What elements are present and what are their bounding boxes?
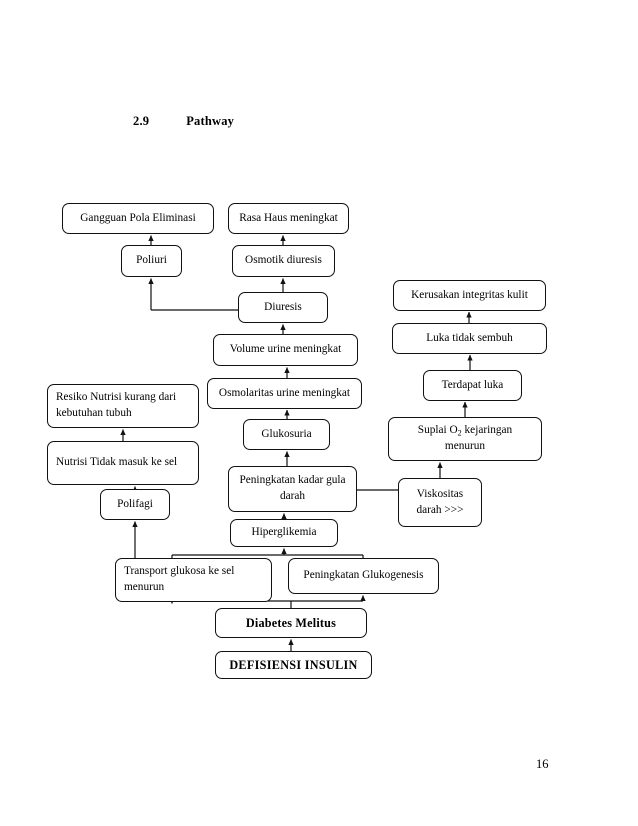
node-hiperglikemia: Hiperglikemia <box>230 519 338 547</box>
node-osmotik_diuresis: Osmotik diuresis <box>232 245 335 277</box>
node-label: Diabetes Melitus <box>245 615 337 630</box>
node-label: Osmotik diuresis <box>245 254 322 267</box>
node-label: Peningkatan Glukogenesis <box>303 569 424 582</box>
node-label: DEFISIENSI INSULIN <box>229 657 358 672</box>
node-label: Nutrisi Tidak masuk ke sel <box>56 456 178 469</box>
node-label: Peningkatan kadar gula darah <box>239 474 346 502</box>
node-rasa_haus_meningkat: Rasa Haus meningkat <box>228 203 349 234</box>
node-label: Kerusakan integritas kulit <box>411 288 528 301</box>
node-polifagi: Polifagi <box>100 489 170 520</box>
section-number: 2.9 <box>133 114 150 128</box>
node-terdapat_luka: Terdapat luka <box>423 370 522 401</box>
node-defisiensi_insulin: DEFISIENSI INSULIN <box>215 651 372 679</box>
node-label: Poliuri <box>136 254 167 267</box>
node-label: Resiko Nutrisi kurang dari kebutuhan tub… <box>56 391 177 419</box>
page-number: 16 <box>536 757 549 771</box>
node-label: Osmolaritas urine meningkat <box>218 386 351 399</box>
node-label: Transport glukosa ke sel menurun <box>124 565 235 593</box>
node-diuresis: Diuresis <box>238 292 328 323</box>
node-viskositas_darah: Viskositas darah >>> <box>398 478 482 527</box>
node-kerusakan_integritas_kulit: Kerusakan integritas kulit <box>393 280 546 311</box>
node-osmolaritas_urine_meningkat: Osmolaritas urine meningkat <box>207 378 362 409</box>
node-resiko_nutrisi_kurang: Resiko Nutrisi kurang dari kebutuhan tub… <box>47 384 199 428</box>
page-title: 2.9 Pathway <box>133 114 234 129</box>
node-diabetes_melitus: Diabetes Melitus <box>215 608 367 638</box>
node-label: Diuresis <box>264 300 302 313</box>
node-nutrisi_tidak_masuk_ke_sel: Nutrisi Tidak masuk ke sel <box>47 441 199 485</box>
node-volume_urine_meningkat: Volume urine meningkat <box>213 334 358 366</box>
node-label: Volume urine meningkat <box>229 343 342 356</box>
node-label: Glukosuria <box>261 427 312 440</box>
node-label: Polifagi <box>117 497 153 510</box>
node-label: Gangguan Pola Eliminasi <box>80 211 196 224</box>
node-gangguan_pola_eliminasi: Gangguan Pola Eliminasi <box>62 203 214 234</box>
node-glukosuria: Glukosuria <box>243 419 330 450</box>
node-peningkatan_kadar_gula_darah: Peningkatan kadar gula darah <box>228 466 357 512</box>
node-luka_tidak_sembuh: Luka tidak sembuh <box>392 323 547 354</box>
node-transport_glukosa_ke_sel: Transport glukosa ke sel menurun <box>115 558 272 602</box>
node-poliuri: Poliuri <box>121 245 182 277</box>
node-label: Viskositas darah >>> <box>416 487 464 516</box>
node-label: Luka tidak sembuh <box>426 331 513 344</box>
node-peningkatan_glukogenesis: Peningkatan Glukogenesis <box>288 558 439 594</box>
node-label: Hiperglikemia <box>251 526 317 539</box>
node-label: Terdapat luka <box>441 378 504 391</box>
node-label: Rasa Haus meningkat <box>239 211 338 224</box>
section-title: Pathway <box>186 114 235 128</box>
